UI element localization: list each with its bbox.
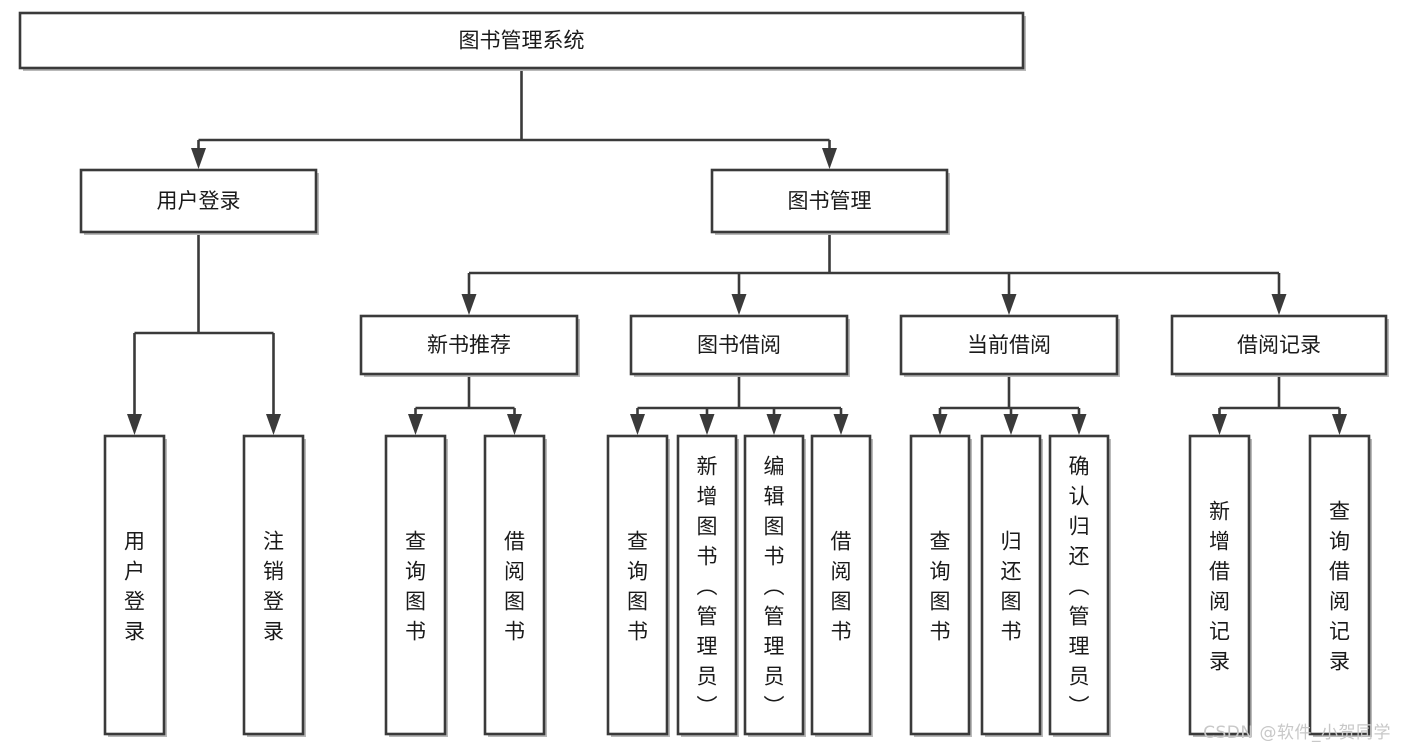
node-label: 编辑图书︵管理员︶: [764, 454, 785, 718]
node-label: 查询图书: [405, 529, 426, 643]
node-box[interactable]: [1188, 434, 1251, 736]
node-label: 注销登录: [263, 529, 284, 643]
node-leaf-borrow-book-1[interactable]: 借阅图书: [483, 434, 547, 737]
node-label: 查询借阅记录: [1329, 499, 1350, 673]
node-box[interactable]: [242, 434, 305, 736]
node-leaf-edit-book[interactable]: 编辑图书︵管理员︶: [743, 434, 806, 737]
node-box[interactable]: [606, 434, 669, 736]
arrowhead-icon: [191, 148, 206, 169]
node-label: 借阅图书: [831, 529, 852, 643]
node-current-borrow[interactable]: 当前借阅: [899, 314, 1120, 377]
arrowhead-icon: [1332, 414, 1347, 435]
node-leaf-borrow-book-2[interactable]: 借阅图书: [810, 434, 873, 737]
arrowhead-icon: [1271, 294, 1287, 315]
arrowhead-icon: [833, 414, 849, 435]
node-label: 查询图书: [627, 529, 648, 643]
node-label: 新书推荐: [427, 333, 511, 357]
node-layer: 图书管理系统用户登录图书管理新书推荐图书借阅当前借阅借阅记录用户登录注销登录查询…: [18, 11, 1389, 737]
node-borrow-record[interactable]: 借阅记录: [1170, 314, 1389, 377]
node-label: 归还图书: [1001, 529, 1022, 643]
arrowhead-icon: [408, 414, 423, 435]
node-box[interactable]: [909, 434, 971, 736]
node-leaf-query-record[interactable]: 查询借阅记录: [1308, 434, 1372, 737]
arrowhead-icon: [822, 148, 837, 169]
node-label: 新增图书︵管理员︶: [697, 454, 718, 718]
node-leaf-logout[interactable]: 注销登录: [242, 434, 306, 737]
node-leaf-add-record[interactable]: 新增借阅记录: [1188, 434, 1252, 737]
node-leaf-query-book-3[interactable]: 查询图书: [909, 434, 972, 737]
node-label: 图书管理: [788, 189, 872, 213]
node-box[interactable]: [1170, 314, 1388, 376]
arrowhead-icon: [1001, 294, 1017, 315]
arrowhead-icon: [1071, 414, 1087, 435]
arrowhead-icon: [766, 414, 782, 435]
node-box[interactable]: [1048, 434, 1110, 736]
node-leaf-return-book[interactable]: 归还图书: [980, 434, 1043, 737]
node-label: 用户登录: [157, 189, 241, 213]
node-leaf-add-book[interactable]: 新增图书︵管理员︶: [676, 434, 739, 737]
arrowhead-icon: [127, 414, 142, 435]
node-leaf-query-book-1[interactable]: 查询图书: [384, 434, 448, 737]
arrowhead-icon: [461, 294, 477, 315]
node-box[interactable]: [483, 434, 546, 736]
node-box[interactable]: [980, 434, 1042, 736]
node-box[interactable]: [676, 434, 738, 736]
arrowhead-icon: [1003, 414, 1019, 435]
node-label: 查询图书: [930, 529, 951, 643]
node-new-book-rec[interactable]: 新书推荐: [359, 314, 580, 377]
node-label: 用户登录: [124, 529, 145, 643]
node-label: 图书借阅: [697, 333, 781, 357]
node-box[interactable]: [359, 314, 579, 376]
node-label: 新增借阅记录: [1209, 499, 1230, 673]
node-box[interactable]: [710, 168, 949, 234]
arrowhead-icon: [630, 414, 645, 435]
node-label: 借阅图书: [504, 529, 525, 643]
node-box[interactable]: [384, 434, 447, 736]
arrowhead-icon: [932, 414, 948, 435]
arrowhead-icon: [699, 414, 715, 435]
node-box[interactable]: [629, 314, 849, 376]
arrowhead-icon: [266, 414, 281, 435]
node-label: 确认归还︵管理员︶: [1069, 454, 1090, 718]
node-label: 借阅记录: [1237, 333, 1321, 357]
node-leaf-user-login[interactable]: 用户登录: [103, 434, 167, 737]
node-box[interactable]: [899, 314, 1119, 376]
node-box[interactable]: [810, 434, 872, 736]
arrowhead-icon: [1212, 414, 1227, 435]
node-box[interactable]: [103, 434, 166, 736]
node-box[interactable]: [79, 168, 318, 234]
node-book-manage[interactable]: 图书管理: [710, 168, 950, 235]
node-root[interactable]: 图书管理系统: [18, 11, 1026, 71]
arrowhead-icon: [731, 294, 747, 315]
node-box[interactable]: [1308, 434, 1371, 736]
node-leaf-confirm-return[interactable]: 确认归还︵管理员︶: [1048, 434, 1111, 737]
node-box[interactable]: [18, 11, 1025, 70]
node-box[interactable]: [743, 434, 805, 736]
node-label: 图书管理系统: [459, 29, 585, 53]
node-book-borrow[interactable]: 图书借阅: [629, 314, 850, 377]
node-label: 当前借阅: [967, 333, 1051, 357]
arrowhead-icon: [507, 414, 522, 435]
node-user-login[interactable]: 用户登录: [79, 168, 319, 235]
node-leaf-query-book-2[interactable]: 查询图书: [606, 434, 670, 737]
connector-layer: [127, 68, 1347, 435]
